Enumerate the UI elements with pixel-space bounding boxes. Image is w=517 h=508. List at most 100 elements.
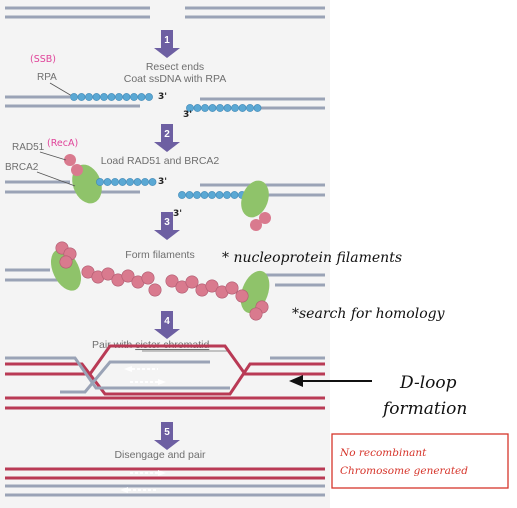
rpa-coated-ssdna	[70, 93, 153, 101]
rpa-bead	[238, 104, 247, 112]
rad51-bead	[249, 307, 263, 321]
rpa-bead	[103, 178, 112, 186]
rpa-bead	[107, 93, 116, 101]
dloop-annotation-line2: formation	[381, 399, 467, 419]
rpa-bead	[223, 191, 231, 199]
rpa-bead	[148, 178, 157, 186]
rad51-filament	[165, 274, 269, 321]
rpa-bead	[208, 104, 217, 112]
rpa-bead	[193, 191, 201, 199]
rpa-bead	[223, 104, 232, 112]
panel-3-filaments	[5, 241, 325, 321]
rpa-bead	[85, 93, 93, 101]
panel-5-dna	[5, 467, 325, 497]
step-4-arrow: 4	[154, 311, 180, 339]
rad51-bead	[225, 281, 239, 295]
rad51-protein	[250, 219, 262, 231]
panel-1-dna: 3' 3'	[5, 92, 325, 120]
step-1-label-line1: Resect ends	[146, 61, 204, 73]
brca2-protein	[50, 249, 82, 291]
three-prime-label: 3'	[158, 92, 167, 102]
rpa-bead	[178, 191, 186, 199]
step-number: 1	[164, 35, 170, 46]
brca2-pointer	[36, 171, 76, 187]
step-number: 2	[164, 129, 170, 140]
rpa-bead	[115, 93, 123, 101]
nucleoprotein-annotation: * nucleoprotein filaments	[222, 250, 402, 266]
three-prime-label: 3'	[158, 177, 167, 187]
step-3-label: Form filaments	[125, 249, 194, 261]
rad51-bead	[185, 275, 199, 289]
rpa-bead	[92, 93, 101, 101]
step-1-label-line2: Coat ssDNA with RPA	[124, 73, 227, 85]
rpa-bead	[133, 178, 142, 186]
rad51-bead	[235, 289, 249, 303]
rad51-bead	[205, 279, 219, 293]
rad51-bead	[121, 269, 135, 283]
rpa-bead	[100, 93, 108, 101]
three-prime-label: 3'	[173, 209, 182, 219]
rpa-bead	[70, 93, 78, 101]
note-line1: No recombinant	[339, 447, 427, 459]
rad51-bead	[141, 271, 155, 285]
rad51-protein	[71, 164, 83, 176]
rpa-bead	[122, 93, 131, 101]
rpa-bead	[246, 104, 254, 112]
rpa-coated-ssdna	[96, 178, 157, 186]
rad51-label: RAD51	[12, 142, 45, 153]
rpa-bead	[208, 191, 216, 199]
panel-4-dloop	[5, 344, 325, 410]
rpa-pointer	[49, 82, 73, 97]
rpa-bead	[118, 178, 127, 186]
rpa-bead	[141, 178, 149, 186]
rpa-bead	[145, 93, 153, 101]
brca2-protein	[241, 180, 269, 218]
rpa-bead	[186, 104, 194, 112]
rad51-filament	[55, 241, 162, 297]
rad51-bead	[59, 255, 73, 269]
step-5-label: Disengage and pair	[114, 449, 206, 461]
note-box: No recombinant Chromosome generated	[331, 433, 509, 489]
rpa-bead	[201, 104, 209, 112]
step-3-arrow: 3	[154, 212, 180, 240]
rad51-protein	[259, 212, 271, 224]
brca2-label: BRCA2	[5, 162, 39, 173]
rpa-bead	[77, 93, 86, 101]
rad51-protein	[64, 154, 76, 166]
rpa-bead	[111, 178, 119, 186]
rpa-bead	[215, 191, 224, 199]
rpa-bead	[230, 191, 239, 199]
rad51-bead	[148, 283, 162, 297]
step-number: 3	[164, 217, 170, 228]
panel-2-dna: 3' 3'	[5, 151, 325, 231]
rpa-bead	[96, 178, 104, 186]
step-number: 4	[164, 316, 170, 327]
rad51-bead	[101, 267, 115, 281]
rpa-bead	[193, 104, 202, 112]
rpa-coated-ssdna	[186, 104, 262, 112]
rad51-annotation: (RecA)	[47, 138, 78, 149]
three-prime-label: 3'	[183, 110, 192, 120]
rpa-bead	[130, 93, 138, 101]
rpa-bead	[137, 93, 146, 101]
rpa-annotation: (SSB)	[30, 54, 56, 65]
step-number: 5	[164, 427, 170, 438]
rpa-label: RPA	[37, 72, 57, 83]
homology-annotation: *search for homology	[292, 306, 446, 322]
step-1-arrow: 1	[154, 30, 180, 58]
rpa-bead	[185, 191, 194, 199]
note-line2: Chromosome generated	[340, 465, 468, 477]
rpa-bead	[126, 178, 134, 186]
rad51-pointer	[39, 151, 67, 161]
rad51-bead	[165, 274, 179, 288]
rpa-bead	[231, 104, 239, 112]
step-2-label: Load RAD51 and BRCA2	[101, 155, 220, 167]
dloop-annotation-line1: D-loop	[399, 373, 457, 393]
rpa-bead	[253, 104, 262, 112]
step-5-arrow: 5	[154, 422, 180, 450]
step-2-arrow: 2	[154, 124, 180, 152]
dloop-arrow	[289, 375, 372, 387]
rpa-bead	[200, 191, 209, 199]
rpa-bead	[216, 104, 224, 112]
